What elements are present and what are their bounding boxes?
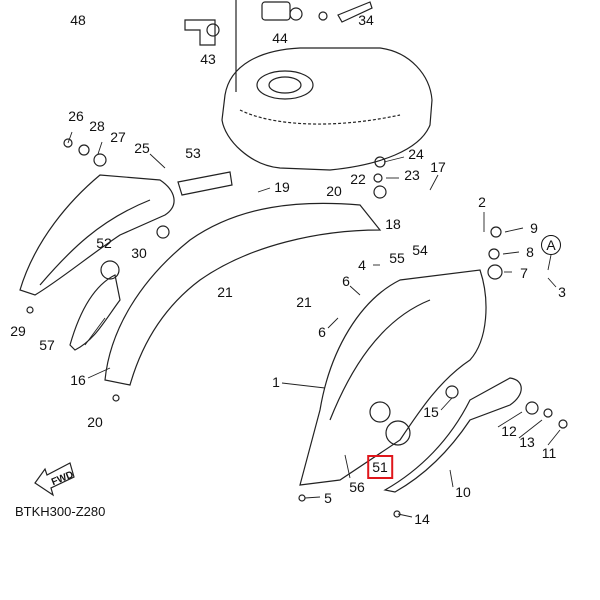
callout-18[interactable]: 18 <box>385 216 401 232</box>
callout-1[interactable]: 1 <box>272 374 280 390</box>
callout-4[interactable]: 4 <box>358 257 366 273</box>
callout-44[interactable]: 44 <box>272 30 288 46</box>
callout-57[interactable]: 57 <box>39 337 55 353</box>
side-cover-left <box>19 174 175 296</box>
callout-29[interactable]: 29 <box>10 323 26 339</box>
fuel-cap <box>256 70 314 100</box>
fwd-arrow-icon: FWD <box>34 462 75 497</box>
callout-12[interactable]: 12 <box>501 423 517 439</box>
diagram-code: BTKH300-Z280 <box>15 504 106 519</box>
main-cover-1 <box>299 269 487 486</box>
callout-54[interactable]: 54 <box>412 242 428 258</box>
callout-6[interactable]: 6 <box>318 324 326 340</box>
callout-22[interactable]: 22 <box>350 171 366 187</box>
callout-27[interactable]: 27 <box>110 129 126 145</box>
callout-15[interactable]: 15 <box>423 404 439 420</box>
callout-14[interactable]: 14 <box>414 511 430 527</box>
callout-17[interactable]: 17 <box>430 159 446 175</box>
callout-23[interactable]: 23 <box>404 167 420 183</box>
callout-a-circle[interactable]: A <box>541 235 561 255</box>
callout-25[interactable]: 25 <box>134 140 150 156</box>
fuel-tank <box>221 47 433 171</box>
callout-51-highlighted[interactable]: 51 <box>367 455 393 479</box>
callout-13[interactable]: 13 <box>519 434 535 450</box>
callout-53[interactable]: 53 <box>185 145 201 161</box>
callout-30[interactable]: 30 <box>131 245 147 261</box>
callout-28[interactable]: 28 <box>89 118 105 134</box>
callout-9[interactable]: 9 <box>530 220 538 236</box>
bracket-43 <box>184 19 216 46</box>
callout-6[interactable]: 6 <box>342 273 350 289</box>
callout-3[interactable]: 3 <box>558 284 566 300</box>
callout-2[interactable]: 2 <box>478 194 486 210</box>
callout-55[interactable]: 55 <box>389 250 405 266</box>
callout-34[interactable]: 34 <box>358 12 374 28</box>
callout-52[interactable]: 52 <box>96 235 112 251</box>
callout-24[interactable]: 24 <box>408 146 424 162</box>
callout-21[interactable]: 21 <box>296 294 312 310</box>
callout-20[interactable]: 20 <box>326 183 342 199</box>
callout-21[interactable]: 21 <box>217 284 233 300</box>
side-panel-10 <box>383 377 522 493</box>
callout-7[interactable]: 7 <box>520 265 528 281</box>
callout-16[interactable]: 16 <box>70 372 86 388</box>
callout-20[interactable]: 20 <box>87 414 103 430</box>
callout-26[interactable]: 26 <box>68 108 84 124</box>
callout-10[interactable]: 10 <box>455 484 471 500</box>
callout-56[interactable]: 56 <box>349 479 365 495</box>
callout-5[interactable]: 5 <box>324 490 332 506</box>
callout-8[interactable]: 8 <box>526 244 534 260</box>
panel-16 <box>104 202 382 386</box>
callout-11[interactable]: 11 <box>541 445 557 461</box>
cover-57 <box>69 274 121 351</box>
callout-48[interactable]: 48 <box>70 12 86 28</box>
callout-43[interactable]: 43 <box>200 51 216 67</box>
callout-19[interactable]: 19 <box>274 179 290 195</box>
